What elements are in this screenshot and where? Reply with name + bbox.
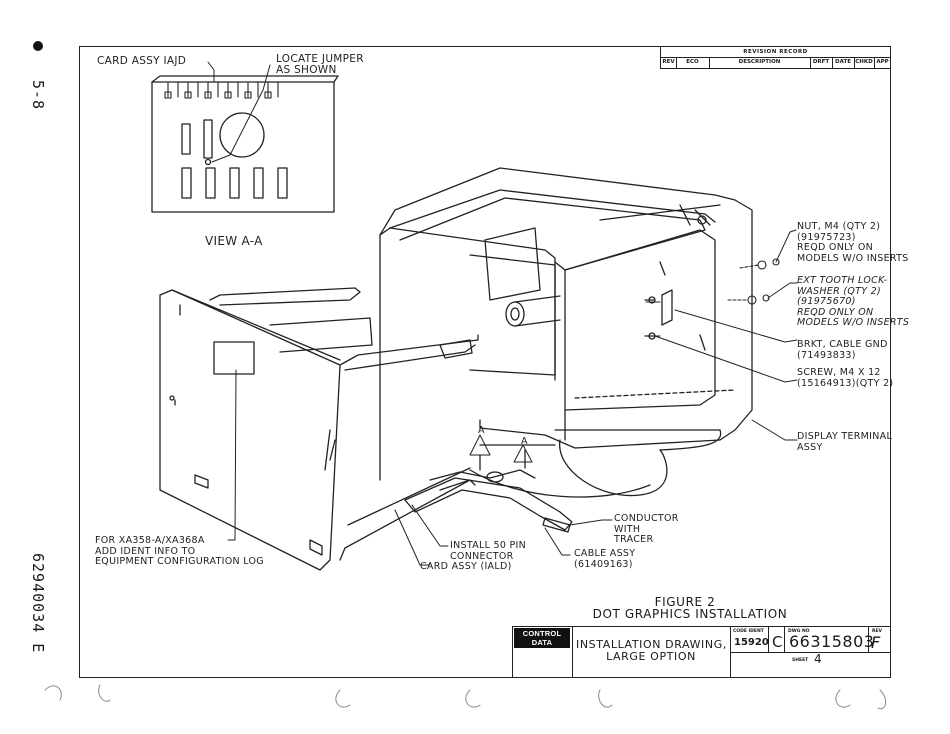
title-block-company-cell [513, 627, 573, 677]
rev-label: REV [872, 629, 883, 634]
document-number: 62940034 E [29, 553, 47, 654]
rev-col-app: APP [876, 59, 889, 65]
conductor-callout: CONDUCTOR WITH TRACER [614, 513, 679, 545]
cable-assy-callout: CABLE ASSY (61409163) [574, 548, 636, 570]
washer-callout: EXT TOOTH LOCK- WASHER (QTY 2) (91975670… [797, 275, 910, 328]
mounting-hardware-drawing [645, 258, 780, 337]
rev-col-drft: DRFT [810, 57, 833, 68]
rev-col-date: DATE [832, 57, 855, 68]
revision-record-table: REVISION RECORD REV ECO DESCRIPTION DRFT… [660, 47, 890, 69]
revision-record-title: REVISION RECORD [661, 47, 890, 58]
rev-col-chkd: CHKD [854, 57, 875, 68]
drawing-title: INSTALLATION DRAWING, LARGE OPTION [576, 638, 727, 663]
title-block-size-cell [769, 627, 785, 653]
card-assembly-drawing [159, 287, 479, 571]
nut-callout: NUT, M4 (QTY 2) (91975723) REQD ONLY ON … [797, 221, 909, 264]
dwg-no-label: DWG NO [788, 629, 810, 634]
sheet-number: 4 [814, 652, 822, 666]
drawing-size: C [772, 633, 783, 651]
logo-line2: CORPORATION [520, 650, 564, 656]
display-terminal-housing [379, 167, 753, 498]
copy-artifacts [44, 684, 887, 710]
binder-hole-dot [33, 41, 43, 51]
drawing-number: 66315803 [789, 632, 875, 651]
leader-lines [227, 229, 798, 566]
section-marker-left: A [478, 425, 485, 436]
title-block-code-cell [731, 627, 769, 653]
title-block-title-cell [573, 627, 731, 677]
title-block [512, 626, 891, 678]
logo-line1: CONTROL DATA [522, 629, 562, 647]
sheet-label: SHEET [792, 658, 809, 663]
card-assy-iald-callout: CARD ASSY (IALD) [420, 561, 512, 572]
title-block-sheet-cell [731, 653, 891, 677]
drawing-sheet-border [79, 46, 891, 678]
figure-caption: DOT GRAPHICS INSTALLATION [592, 607, 788, 621]
ident-info-note: FOR XA358-A/XA368A ADD IDENT INFO TO EQU… [95, 535, 264, 567]
page-number: 5-8 [29, 80, 47, 111]
install-connector-callout: INSTALL 50 PIN CONNECTOR [450, 540, 527, 562]
view-aa-label: VIEW A-A [205, 234, 263, 248]
control-data-logo: CONTROL DATA CORPORATION [514, 628, 570, 656]
section-marker-right: A [521, 436, 528, 447]
code-ident-label: CODE IDENT [733, 629, 764, 634]
locate-jumper-label: LOCATE JUMPER AS SHOWN [276, 53, 364, 76]
display-terminal-callout: DISPLAY TERMINAL ASSY [797, 431, 893, 453]
cable-assembly-drawing [404, 434, 573, 533]
card-assy-iajd-label: CARD ASSY IAJD [97, 55, 187, 67]
screw-callout: SCREW, M4 x 12 (15164913)(QTY 2) [797, 367, 894, 389]
revision-letter: F [871, 633, 881, 652]
rev-col-eco: ECO [676, 57, 710, 68]
bracket-callout: BRKT, CABLE GND (71493833) [797, 339, 888, 361]
view-aa-card-drawing [151, 61, 339, 213]
figure-number: FIGURE 2 [654, 595, 716, 609]
title-block-rev-cell [869, 627, 891, 653]
title-block-dwg-cell [785, 627, 869, 653]
rev-col-description: DESCRIPTION [709, 57, 811, 68]
rev-col-rev: REV [661, 57, 677, 68]
code-ident-value: 15920 [734, 637, 769, 648]
